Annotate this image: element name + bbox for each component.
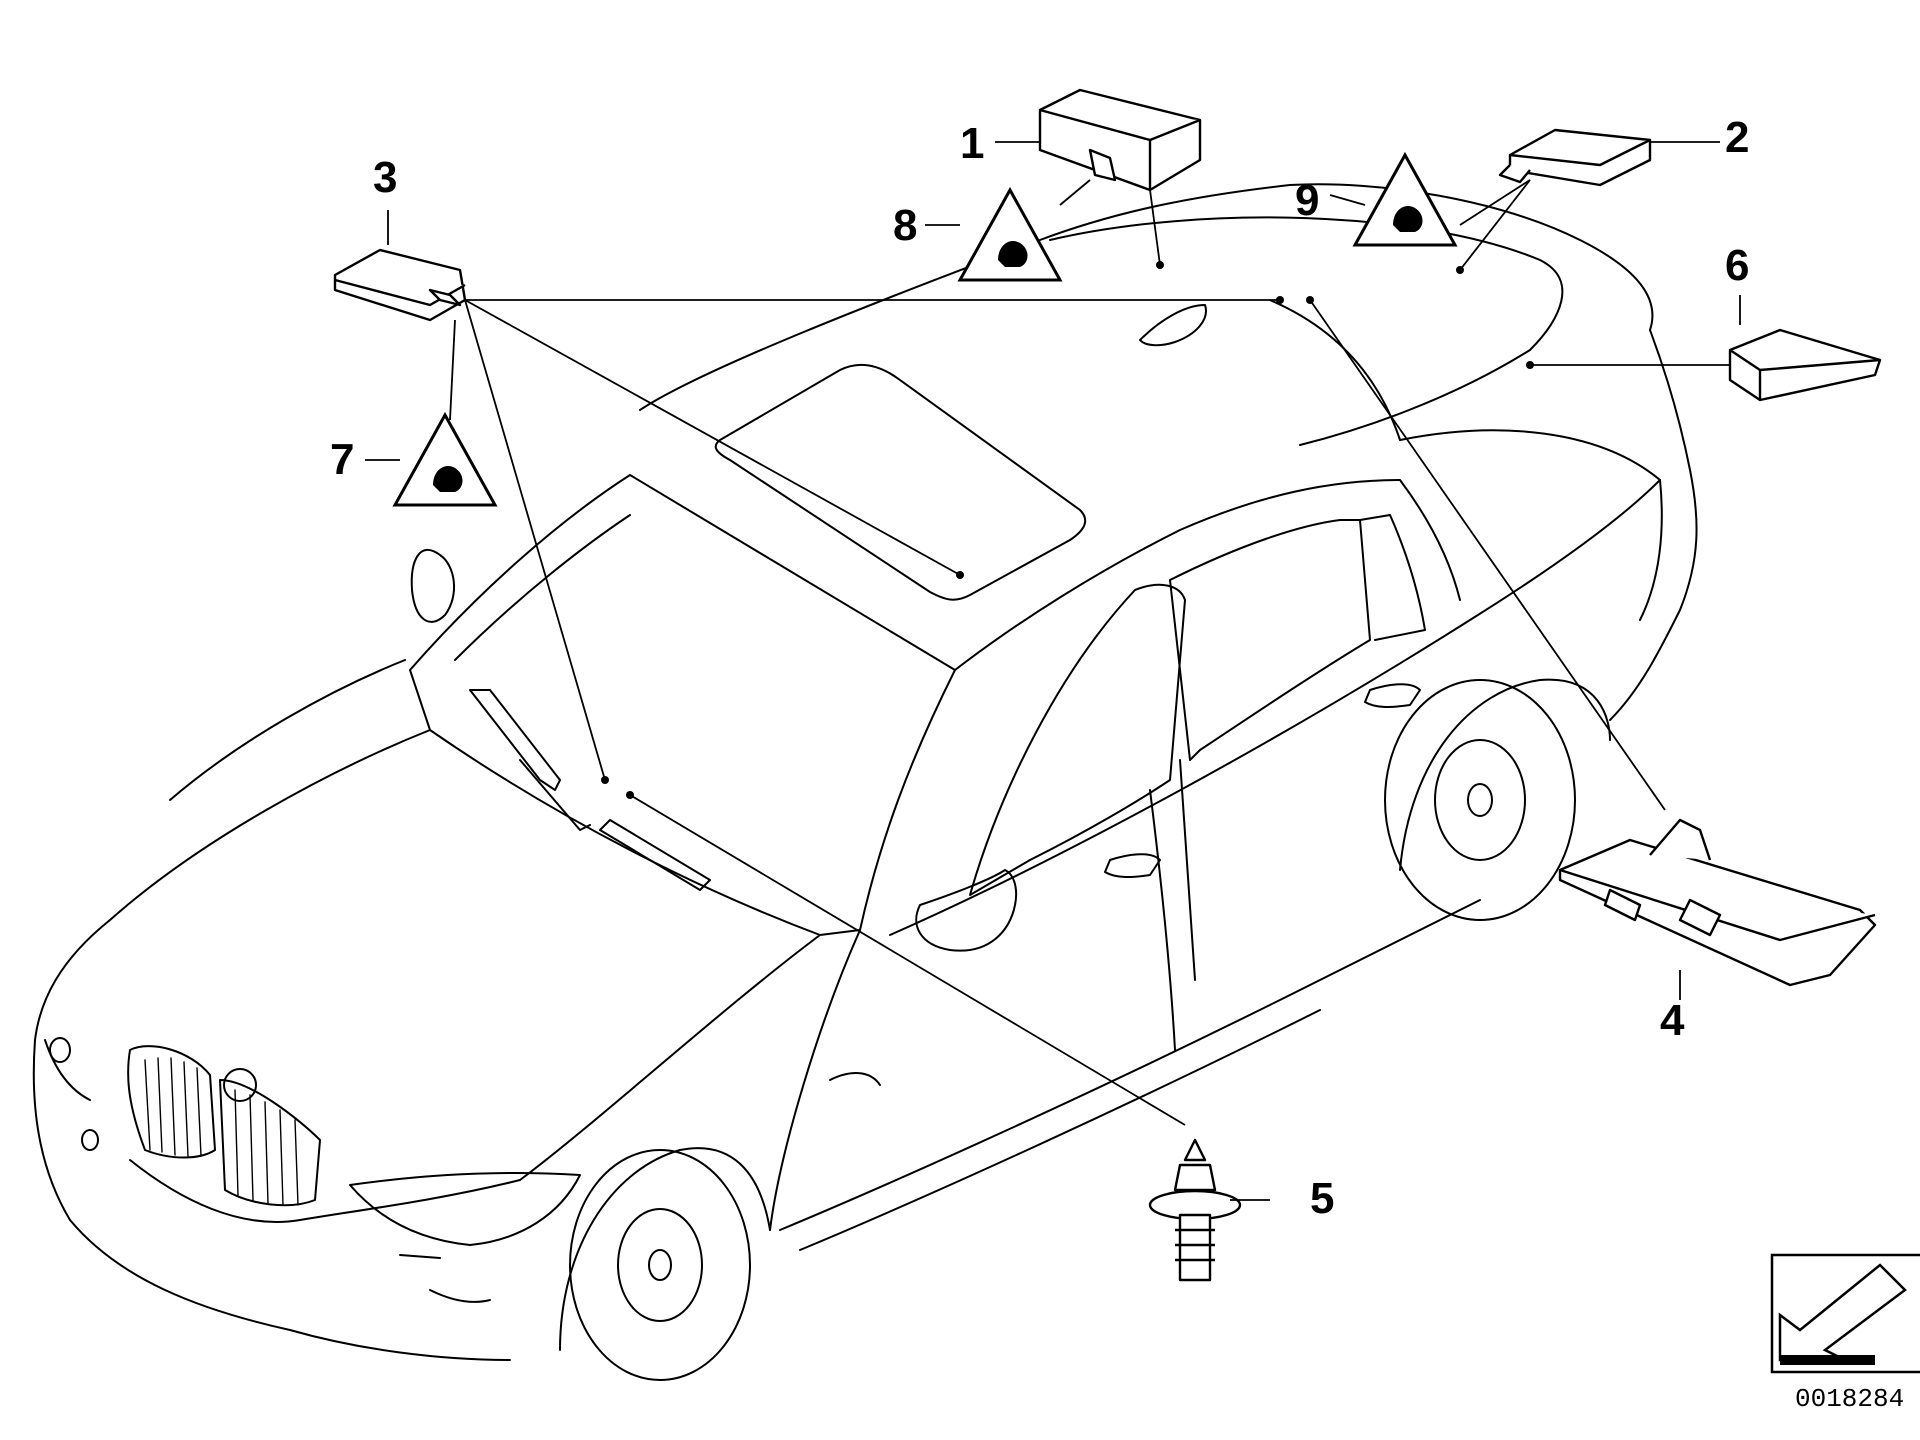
callout-6: 6	[1725, 241, 1749, 290]
callout-8: 8	[893, 201, 917, 250]
view-direction-arrow-icon	[1770, 1253, 1920, 1374]
car-body-outline	[32, 183, 1698, 1381]
callout-7: 7	[330, 435, 354, 484]
part-5-push-clip	[1148, 1138, 1242, 1282]
warning-triangle-icon	[1352, 151, 1458, 247]
callout-3: 3	[373, 153, 397, 202]
document-number: 0018284	[1795, 1384, 1904, 1414]
part-3-antenna-module	[333, 248, 467, 322]
callout-5: 5	[1310, 1174, 1334, 1223]
callout-2: 2	[1725, 113, 1749, 162]
part-4-holder-tray	[1558, 818, 1877, 987]
part-1-control-module	[1038, 88, 1202, 192]
attachment-points	[601, 261, 1534, 799]
part-2-antenna-module	[1498, 128, 1652, 187]
callout-1: 1	[960, 119, 984, 168]
callout-4: 4	[1660, 996, 1685, 1045]
part-6-bracket	[1728, 328, 1882, 402]
callout-9: 9	[1295, 176, 1319, 225]
warning-triangle-icon	[392, 411, 498, 507]
leader-lines	[365, 141, 1741, 1201]
warning-triangle-icon	[957, 186, 1063, 282]
